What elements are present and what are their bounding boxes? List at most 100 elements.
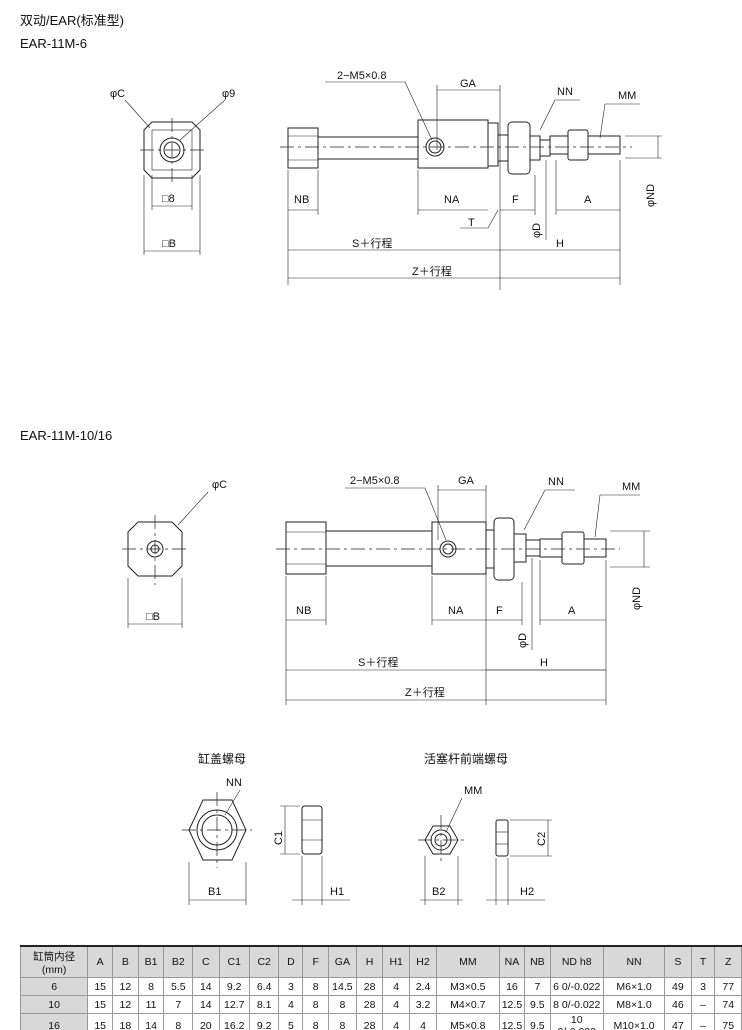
table-cell: 3.2 [409, 995, 437, 1014]
label-NB: NB [294, 194, 309, 206]
label-C2: C2 [536, 832, 548, 846]
table-cell: 28 [355, 977, 384, 996]
table-cell: 7 [163, 995, 194, 1014]
label-B2: B2 [432, 886, 445, 898]
label-NN: NN [557, 86, 573, 98]
label-Z-2: Z＋行程 [405, 686, 445, 699]
table-cell: 11 [137, 995, 165, 1014]
column-header: H1 [382, 945, 411, 978]
table-cell: 8.1 [248, 995, 280, 1014]
table-cell: 20 [192, 1013, 220, 1030]
side-view-10-16: 2−M5×0.8 GA NN MM NB NA F A φD φND S＋行程 … [276, 475, 650, 705]
table-cell: 28 [355, 1013, 384, 1030]
label-phiND-2: φND [631, 587, 643, 610]
label-phiD-2: φD [517, 633, 529, 648]
label-T: T [468, 217, 475, 229]
label-A-2: A [568, 605, 576, 617]
label-A: A [584, 194, 592, 206]
label-NB-2: NB [296, 605, 311, 617]
label-S: S＋行程 [352, 237, 392, 250]
technical-drawings: φC φ9 □8 □B [110, 70, 662, 905]
label-H: H [556, 238, 564, 250]
column-header: D [278, 945, 304, 978]
column-header: C2 [248, 945, 280, 978]
label-phiD: φD [531, 223, 543, 238]
column-header: F [302, 945, 329, 978]
table-cell: 2.4 [409, 977, 437, 996]
row-header: 6 [19, 977, 89, 996]
model-heading-10-16: EAR-11M-10/16 [20, 428, 113, 443]
column-header: NN [602, 945, 666, 978]
label-NN-nut: NN [226, 777, 242, 789]
table-cell: 3 [690, 977, 716, 996]
table-cell: M6×1.0 [602, 977, 666, 996]
table-cell: – [690, 995, 716, 1014]
table-cell: 14 [137, 1013, 165, 1030]
column-header: C1 [218, 945, 250, 978]
label-phiC: φC [110, 88, 125, 100]
table-cell: 14 [192, 995, 220, 1014]
label-B1: B1 [208, 886, 221, 898]
model-heading-6: EAR-11M-6 [20, 36, 87, 51]
table-cell: 75 [714, 1013, 742, 1030]
table-cell: M3×0.5 [436, 977, 500, 996]
row-header: 16 [19, 1013, 89, 1030]
table-cell: – [690, 1013, 716, 1030]
label-F-2: F [496, 605, 503, 617]
table-cell: 5 [278, 1013, 304, 1030]
label-GA-2: GA [458, 475, 475, 487]
table-cell: 8 [137, 977, 165, 996]
column-header: NA [498, 945, 526, 978]
table-cell: 8 [163, 1013, 194, 1030]
cover-nut-drawing: NN C1 B1 H1 [182, 777, 350, 905]
table-cell: 8 [302, 977, 329, 996]
column-header: A [87, 945, 114, 978]
table-cell: 49 [664, 977, 692, 996]
column-header: C [192, 945, 220, 978]
label-H-2: H [540, 657, 548, 669]
table-cell: 9.5 [524, 995, 551, 1014]
rod-nut-title: 活塞杆前端螺母 [424, 752, 509, 766]
column-header: MM [436, 945, 500, 978]
column-header: GA [327, 945, 357, 978]
table-cell: 12 [112, 995, 139, 1014]
table-cell: 8 [302, 1013, 329, 1030]
column-header: Z [714, 945, 742, 978]
column-header: B2 [163, 945, 194, 978]
table-cell: 12.7 [218, 995, 250, 1014]
side-view-6: 2−M5×0.8 GA NN MM NB NA F T A φD φND S＋行… [280, 70, 662, 290]
column-header: S [664, 945, 692, 978]
label-S-2: S＋行程 [358, 656, 398, 669]
table-cell: 4 [382, 995, 411, 1014]
label-H1: H1 [330, 886, 344, 898]
table-cell: 18 [112, 1013, 139, 1030]
row-header: 10 [19, 995, 89, 1014]
label-F: F [512, 194, 519, 206]
label-GA: GA [460, 78, 477, 90]
label-NN-2: NN [548, 476, 564, 488]
table-cell: 4 [382, 1013, 411, 1030]
label-MM: MM [618, 90, 636, 102]
table-cell: 5.5 [163, 977, 194, 996]
label-NA: NA [444, 194, 460, 206]
table-cell: 15 [87, 995, 114, 1014]
table-cell: 15 [87, 1013, 114, 1030]
table-cell: 4 [278, 995, 304, 1014]
label-MM-nut: MM [464, 785, 482, 797]
label-phiND: φND [645, 184, 657, 207]
column-header: H2 [409, 945, 437, 978]
table-cell: 8 [327, 1013, 357, 1030]
table-cell: 4 [382, 977, 411, 996]
table-cell: 9.5 [524, 1013, 551, 1030]
table-cell: 9.2 [218, 977, 250, 996]
table-cell: 9.2 [248, 1013, 280, 1030]
table-cell: 6.4 [248, 977, 280, 996]
end-view-6: φC φ9 □8 □B [110, 88, 235, 255]
table-cell: 12.5 [498, 995, 526, 1014]
end-view-10-16: φC □B [122, 479, 227, 628]
